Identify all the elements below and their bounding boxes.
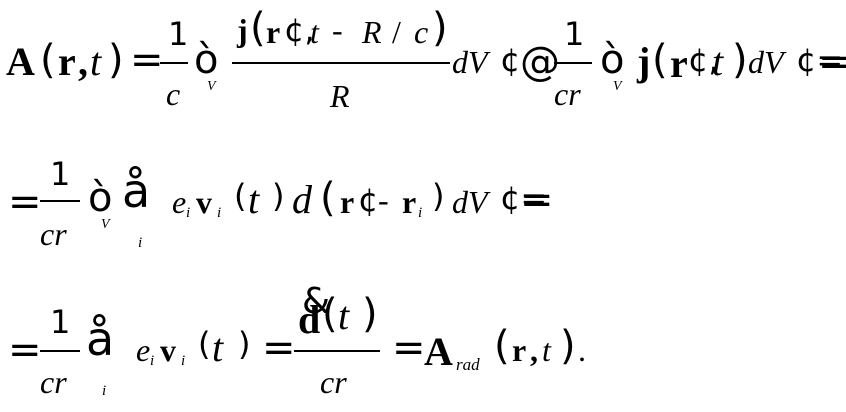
integral-symbol: ò (600, 37, 625, 83)
fraction-numerator: 1 (50, 155, 71, 193)
charge-subscript: i (150, 353, 155, 369)
paren-open: ( (40, 37, 56, 83)
paren-close: ) (732, 37, 748, 83)
prime-mark: ¢, (284, 11, 315, 49)
fraction-numerator: 1 (168, 15, 189, 53)
equals-sign: = (520, 177, 554, 223)
paren-open: ( (250, 5, 266, 51)
time-symbol: t (712, 39, 724, 84)
paren-open: ( (494, 323, 510, 369)
prime-mark: ¢, (688, 41, 719, 79)
position-vector: r (512, 332, 527, 368)
position-vector: r (340, 184, 355, 220)
velocity-symbol: v (160, 332, 176, 368)
time-symbol: t (248, 177, 260, 222)
equals-sign: = (8, 327, 42, 373)
velocity-symbol: v (196, 184, 212, 220)
dipole-moment-symbol: d (298, 297, 321, 342)
distance-symbol: R (362, 14, 382, 50)
fraction-bar (232, 62, 450, 64)
equals-sign: = (818, 39, 846, 85)
time-symbol: t (338, 293, 350, 338)
paren-close: ) (362, 291, 378, 337)
paren-open: ( (322, 291, 338, 337)
charge-symbol: e (172, 184, 187, 220)
integral-symbol: ò (194, 37, 219, 83)
velocity-subscript: i (181, 353, 186, 369)
light-speed-symbol: c (414, 14, 429, 50)
volume-element: dV (748, 44, 784, 80)
position-vector: r (266, 14, 281, 50)
integral-subscript: V (613, 79, 622, 94)
position-vector: r (58, 39, 76, 84)
position-vector: r (670, 41, 688, 86)
current-density-symbol: j (637, 39, 651, 84)
paren-close: ) (432, 5, 448, 51)
position-subscript: i (418, 205, 423, 221)
integral-symbol: ò (88, 175, 113, 221)
summation-symbol: å (122, 164, 151, 218)
slash: / (392, 14, 401, 50)
radiation-potential-symbol: A (424, 329, 453, 374)
vector-potential-symbol: A (6, 39, 35, 84)
fraction-bar (554, 62, 592, 64)
delta-symbol: d (292, 177, 312, 222)
particle-position-vector: r (402, 184, 417, 220)
paren-close: ) (432, 177, 445, 215)
comma: , (530, 332, 538, 368)
fraction-denominator: cr (554, 76, 581, 112)
fraction-numerator: 1 (564, 15, 585, 53)
summation-subscript: i (102, 383, 107, 399)
fraction-bar (294, 350, 380, 352)
volume-element: dV (452, 184, 488, 220)
minus-sign: - (378, 182, 389, 218)
fraction-denominator: cr (40, 216, 67, 252)
fraction-numerator: 1 (50, 303, 71, 341)
paren-close: ) (238, 325, 251, 363)
integral-subscript: V (101, 217, 110, 232)
velocity-subscript: i (217, 205, 222, 221)
fraction-denominator: cr (40, 364, 67, 400)
prime-mark: ¢= (500, 179, 548, 217)
summation-subscript: i (138, 235, 143, 251)
fraction-denominator: c (166, 76, 181, 112)
radiation-subscript: rad (456, 355, 480, 374)
equals-sign: = (8, 179, 42, 225)
paren-close: ) (272, 177, 285, 215)
equals-sign: = (262, 325, 296, 371)
prime-mark: ¢= (796, 41, 844, 79)
equals-sign: = (130, 37, 164, 83)
time-symbol: t (90, 39, 102, 84)
paren-open: ( (320, 175, 336, 221)
paren-open: ( (652, 37, 668, 83)
paren-close: ) (560, 323, 576, 369)
comma: , (78, 39, 88, 84)
period: . (578, 332, 586, 368)
summation-symbol: å (86, 312, 115, 366)
time-symbol: t (310, 14, 319, 50)
equals-sign: = (392, 325, 426, 371)
fraction-denominator: cr (320, 364, 347, 400)
minus-sign: - (332, 12, 343, 48)
time-symbol: t (212, 325, 224, 370)
fraction-bar (40, 350, 80, 352)
time-symbol: t (542, 332, 551, 368)
approx-sign: @ (520, 39, 560, 85)
fraction-denominator: R (330, 78, 350, 114)
fraction-bar (160, 62, 188, 64)
fraction-bar (40, 200, 80, 202)
current-density-symbol: j (237, 12, 248, 48)
charge-symbol: e (136, 332, 151, 368)
prime-mark: ¢ (358, 181, 379, 219)
paren-open: ( (234, 177, 247, 215)
charge-subscript: i (186, 205, 191, 221)
prime-mark: ¢ (500, 41, 521, 79)
paren-close: ) (108, 37, 124, 83)
time-derivative-mark: & (302, 281, 331, 322)
paren-open: ( (198, 325, 211, 363)
volume-element: dV (452, 44, 488, 80)
integral-subscript: V (207, 79, 216, 94)
